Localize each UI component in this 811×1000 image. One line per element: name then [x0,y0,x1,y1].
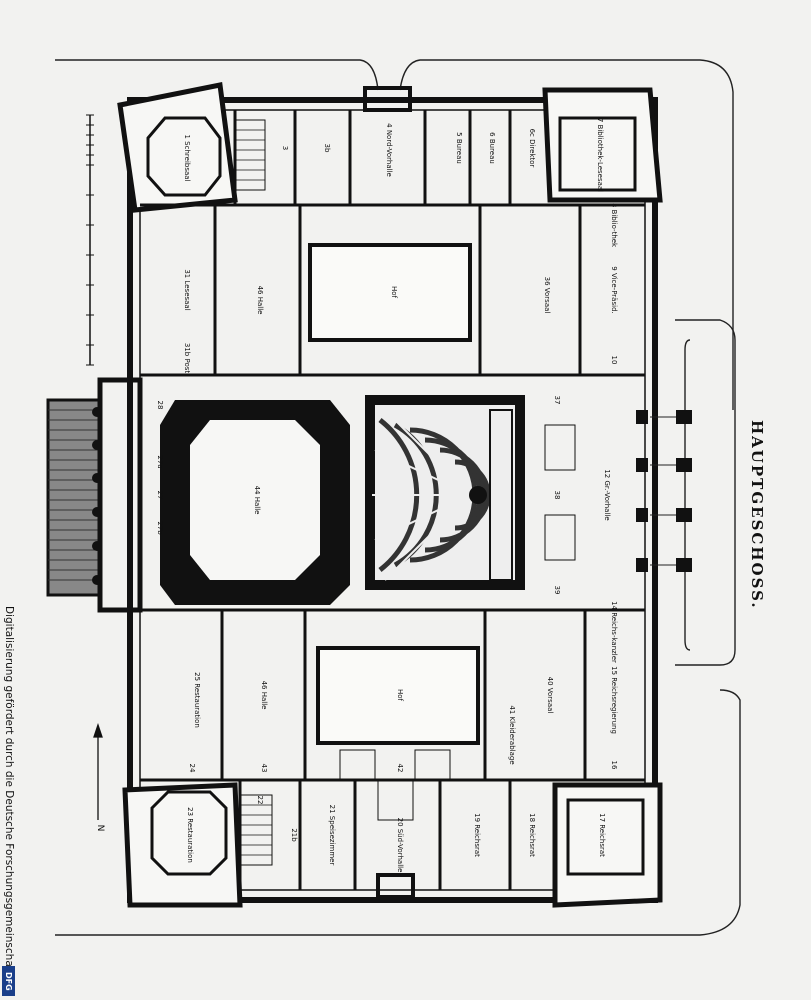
room-labels: 1 Schreibsaal 3 3b 4 Nord-Vorhalle 5 Bur… [95,118,618,873]
room-label: 20 Süd-Vorhalle [396,818,404,873]
room-label: 3 [281,146,289,150]
room-label: 41 Kleiderablage [508,705,516,764]
digitization-credit: Digitalisierung gefördert durch die Deut… [3,606,15,975]
room-label: 5 Bureau [455,132,463,164]
room-label: 28 [156,401,164,410]
room-label: 36 Vorsaal [543,277,551,314]
room-label: 21b [290,828,298,842]
room-label: 3b [323,144,331,153]
central-hall [160,400,350,605]
room-label: 37 [553,396,561,405]
room-label: 14 Reichs-kanzler [610,601,618,663]
room-label: 27 [156,491,164,500]
plenary-chamber [365,395,525,590]
room-label: 39 [553,586,561,595]
site-outline [55,59,741,936]
room-label: 43 [260,764,268,773]
scale-bar [86,114,94,366]
room-label: 31 Lesesaal [183,269,191,310]
room-label: 44 Halle [253,486,261,515]
plan-title: HAUPTGESCHOSS. [748,420,766,610]
room-label: 19 Reichsrat [473,813,481,857]
room-label: 16 [610,761,618,770]
room-label: Hof [390,286,398,299]
room-label: 15 Reichsregierung [610,666,618,734]
room-label: 1 Schreibsaal [183,135,191,182]
room-label: 46 Halle [256,286,264,315]
room-label: 42 [396,764,404,773]
room-label: 27a [156,455,164,468]
room-label: 22 [256,796,264,805]
dfg-logo: DFG [2,966,15,996]
courtyards [308,243,480,745]
east-portico-columns [636,410,692,572]
compass-letter: N [95,825,105,832]
room-label: 31b Post [183,343,191,373]
west-portico-stairs [46,377,143,613]
room-label: Hof [396,689,404,702]
room-label: 25 Restauration [193,672,201,728]
interior-walls [140,110,645,890]
room-label: 4 Nord-Vorhalle [385,123,393,177]
room-label: 8 Biblio-thek [610,203,618,248]
room-label: 27b [156,521,164,535]
room-label: 46 Halle [260,681,268,710]
room-label: 10 [610,356,618,365]
room-label: 21 Speisezimmer [328,805,336,866]
room-label: 17 Reichsrat [598,813,606,857]
room-label: 18 Reichsrat [528,813,536,857]
room-label: 23 Restauration [186,807,194,863]
room-label: 40 Vorsaal [546,677,554,714]
room-label: 6 Bureau [488,132,496,164]
compass-arrow [93,722,103,820]
room-label: 12 Gr.-Vorhalle [603,469,611,520]
room-label: 24 [188,764,196,773]
room-label: 6c Direktor [528,129,536,168]
room-label: 9 Vice-Präsid. [610,266,618,313]
room-label: 7 Bibliothek-Lesesaal [596,118,604,192]
room-label: 38 [553,491,561,500]
stairwells [234,119,576,866]
